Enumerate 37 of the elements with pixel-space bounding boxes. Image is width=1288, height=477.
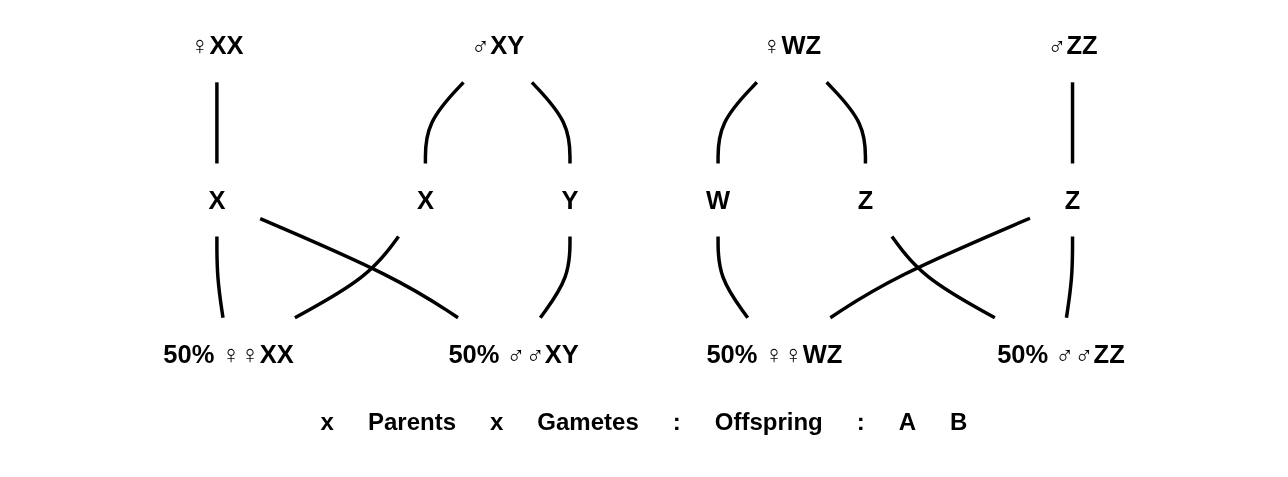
node-text: ♂XY <box>471 31 525 61</box>
connector <box>716 236 750 319</box>
connector <box>716 81 759 164</box>
node-text: ♀XX <box>190 31 244 61</box>
connector <box>530 81 572 164</box>
node-text: 50% ♀♀XX <box>163 339 294 369</box>
connector <box>1070 82 1075 164</box>
node-text: ♂ZZ <box>1047 31 1098 61</box>
text-label: x <box>490 408 504 436</box>
text-label: Parents <box>367 408 456 436</box>
connector <box>890 235 996 320</box>
connector <box>829 216 1031 320</box>
connector <box>538 236 572 319</box>
node-text: ♀WZ <box>762 31 822 61</box>
connector <box>294 235 400 320</box>
connector <box>215 82 219 164</box>
connector <box>1064 236 1075 318</box>
connector <box>825 81 868 164</box>
node-text: Y <box>561 185 579 215</box>
node-text: 50% ♂♂XY <box>448 339 579 369</box>
text-label: : <box>672 408 681 436</box>
node-text: Z <box>857 185 874 215</box>
text-label: Offspring <box>714 408 823 436</box>
connector <box>259 217 459 320</box>
connector <box>423 81 465 164</box>
node-text: Z <box>1064 185 1081 215</box>
text-label: x <box>320 408 334 436</box>
text-label: : <box>856 408 865 436</box>
connector <box>215 236 225 318</box>
text-label: Gametes <box>537 408 639 436</box>
node-text: 50% ♀♀WZ <box>706 339 843 369</box>
node-text: X <box>416 185 434 215</box>
node-text: X <box>208 185 226 215</box>
node-text: W <box>706 185 731 215</box>
text-label: A <box>898 408 917 436</box>
node-text: 50% ♂♂ZZ <box>997 339 1125 369</box>
text-label: B <box>950 408 968 436</box>
